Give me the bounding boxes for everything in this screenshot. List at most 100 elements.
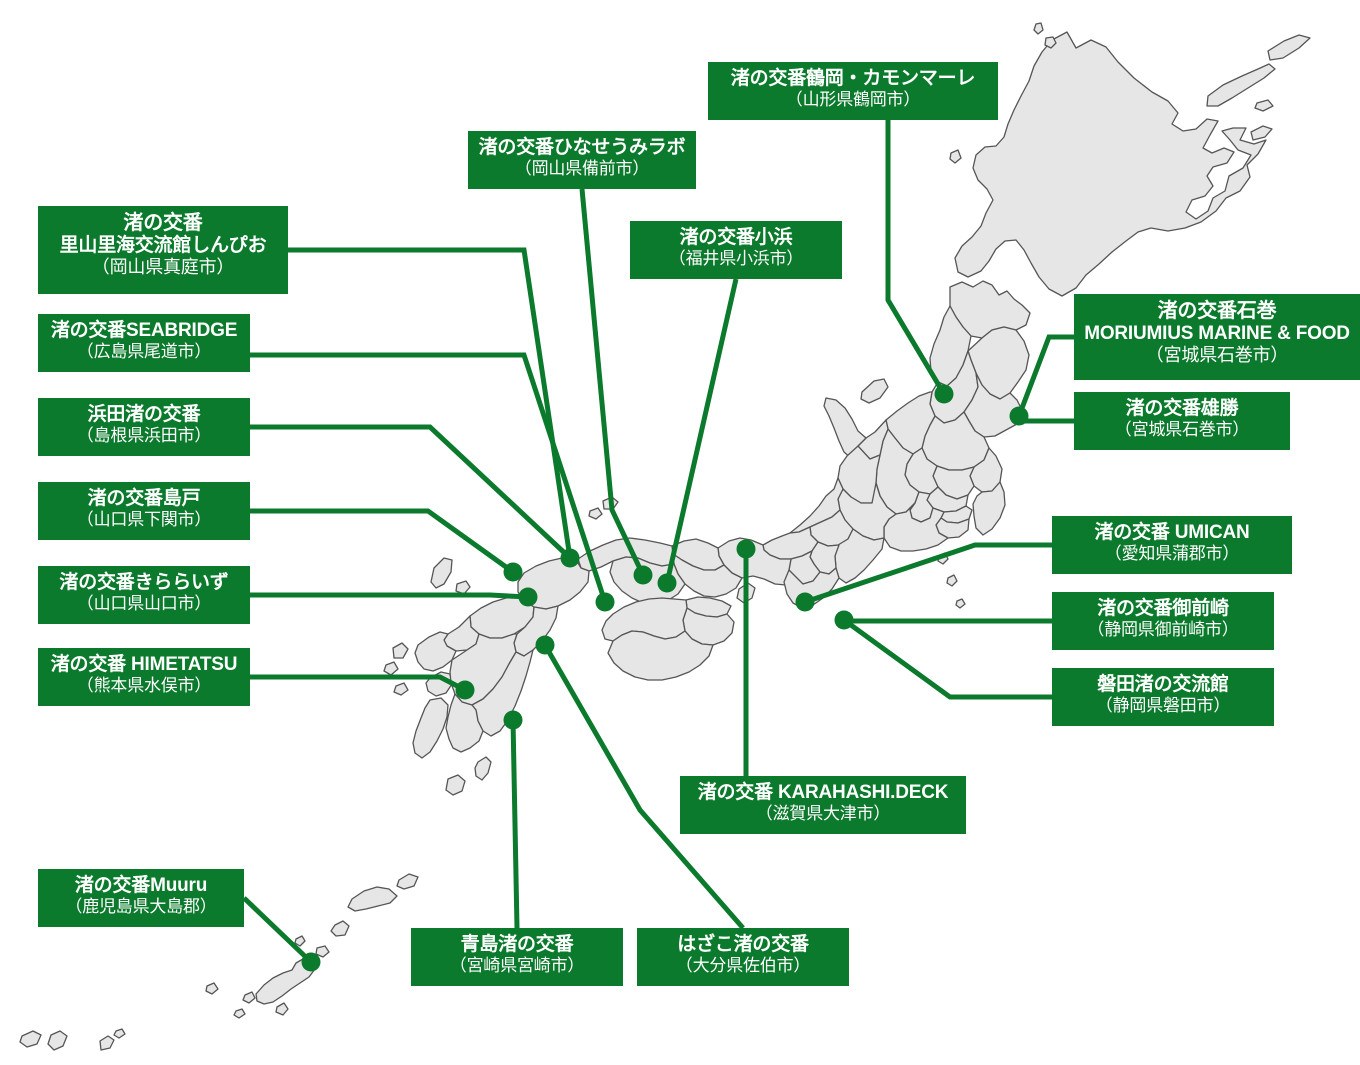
location-marker-aoshima[interactable] [503, 710, 523, 730]
label-title: 渚の交番きららいず [59, 572, 229, 593]
label-box-ogatsu[interactable]: 渚の交番雄勝（宮城県石巻市） [1074, 392, 1290, 450]
sakishima-2 [47, 1030, 68, 1051]
label-prefecture: （大分県佐伯市） [675, 956, 811, 976]
tsuruoka-connector [885, 120, 947, 396]
label-prefecture: （宮崎県宮崎市） [449, 956, 585, 976]
label-box-karahashi-deck[interactable]: 渚の交番 KARAHASHI.DECK（滋賀県大津市） [680, 776, 966, 834]
iwata-connector [842, 617, 1052, 700]
label-box-hinase-umi-lab[interactable]: 渚の交番ひなせうみラボ（岡山県備前市） [468, 131, 696, 189]
label-box-aoshima[interactable]: 青島渚の交番（宮崎県宮崎市） [411, 928, 623, 986]
chiba [972, 481, 1006, 536]
label-box-tsuruoka-kamonmare[interactable]: 渚の交番鶴岡・カモンマーレ（山形県鶴岡市） [708, 62, 998, 120]
shikotan [1254, 99, 1274, 112]
okinawa-sm-1 [242, 991, 256, 1004]
label-title: 渚の交番鶴岡・カモンマーレ [730, 68, 976, 89]
label-prefecture: （岡山県真庭市） [91, 257, 235, 278]
label-prefecture: （滋賀県大津市） [755, 804, 891, 824]
label-prefecture: （熊本県水俣市） [76, 676, 212, 696]
himetatsu-connector [250, 674, 467, 693]
location-marker-shimato[interactable] [503, 562, 523, 582]
amami-oshima [347, 886, 398, 912]
tokunoshima [330, 920, 350, 937]
location-marker-kiraraizu[interactable] [518, 587, 538, 607]
label-prefecture: （山形県鶴岡市） [785, 90, 921, 110]
label-title: 渚の交番 HIMETATSU [50, 654, 238, 675]
yoron [294, 935, 306, 947]
location-marker-tsuruoka-kamonmare[interactable] [934, 384, 954, 404]
kagoshima-w [412, 697, 449, 759]
oki-2 [588, 507, 603, 520]
label-title: 渚の交番御前崎 [1097, 598, 1229, 619]
shizuoka [883, 502, 949, 552]
location-marker-himetatsu[interactable] [455, 680, 475, 700]
label-box-hamada[interactable]: 浜田渚の交番（島根県浜田市） [38, 398, 250, 456]
label-box-kiraraizu[interactable]: 渚の交番きららいず（山口県山口市） [38, 566, 250, 624]
label-title: 渚の交番島戸 [87, 488, 201, 509]
muuru-connector [242, 896, 313, 964]
label-prefecture: （岡山県備前市） [514, 159, 650, 179]
hokkaido [954, 31, 1267, 297]
location-marker-satoyama-satoumi[interactable] [560, 548, 580, 568]
kagoshima [445, 693, 484, 753]
location-marker-ishinomaki-moriumius[interactable] [1009, 406, 1029, 426]
label-box-satoyama-satoumi[interactable]: 渚の交番里山里海交流館しんぴお（岡山県真庭市） [38, 206, 288, 294]
label-prefecture: （静岡県御前崎市） [1087, 620, 1239, 640]
label-title: 渚の交番小浜 [679, 227, 793, 248]
yakushima [445, 774, 466, 796]
label-prefecture: （静岡県磐田市） [1095, 696, 1231, 716]
shimato-connector [250, 508, 515, 575]
location-marker-karahashi-deck[interactable] [736, 539, 756, 559]
location-marker-muuru[interactable] [301, 952, 321, 972]
label-box-shimato[interactable]: 渚の交番島戸（山口県下関市） [38, 482, 250, 540]
etorofu [1267, 34, 1311, 61]
location-marker-seabridge[interactable] [595, 592, 615, 612]
label-subtitle: MORIUMIUS MARINE & FOOD [1084, 323, 1350, 345]
location-marker-obama[interactable] [657, 573, 677, 593]
label-prefecture: （福井県小浜市） [668, 249, 804, 269]
label-box-seabridge[interactable]: 渚の交番SEABRIDGE（広島県尾道市） [38, 314, 250, 372]
label-box-obama[interactable]: 渚の交番小浜（福井県小浜市） [630, 221, 842, 279]
miyazaki [471, 649, 534, 737]
iki [455, 580, 471, 595]
label-box-hazako[interactable]: はざこ渚の交番（大分県佐伯市） [637, 928, 849, 986]
label-title: はざこ渚の交番 [677, 934, 809, 955]
okushiri [949, 149, 962, 164]
label-prefecture: （宮城県石巻市） [1114, 420, 1250, 440]
label-prefecture: （宮城県石巻市） [1145, 345, 1289, 366]
label-prefecture: （山口県山口市） [76, 594, 212, 614]
label-prefecture: （鹿児島県大島郡） [65, 897, 217, 917]
seabridge-connector [250, 352, 608, 603]
label-title: 渚の交番石巻 [1157, 300, 1277, 322]
hinase-connector [579, 188, 646, 577]
location-marker-omaezaki[interactable] [834, 610, 854, 630]
label-title: 渚の交番 [123, 212, 203, 234]
label-box-muuru[interactable]: 渚の交番Muuru（鹿児島県大島郡） [38, 869, 244, 927]
label-prefecture: （山口県下関市） [76, 510, 212, 530]
ishinomaki-connector [1016, 334, 1074, 417]
location-marker-umican[interactable] [795, 592, 815, 612]
tsushima [430, 557, 453, 589]
label-box-iwata[interactable]: 磐田渚の交流館（静岡県磐田市） [1052, 668, 1274, 726]
sakishima-1 [19, 1030, 42, 1048]
amami-island-2 [396, 873, 419, 890]
label-box-himetatsu[interactable]: 渚の交番 HIMETATSU（熊本県水俣市） [38, 648, 250, 706]
umican-connector [804, 542, 1052, 605]
goto-3 [393, 682, 409, 696]
label-title: 磐田渚の交流館 [1097, 674, 1229, 695]
label-prefecture: （島根県浜田市） [76, 426, 212, 446]
izu-3 [955, 598, 966, 609]
kochi [607, 630, 714, 681]
goto-2 [383, 661, 399, 676]
label-subtitle: 里山里海交流館しんぴお [59, 235, 267, 257]
label-prefecture: （広島県尾道市） [76, 342, 212, 362]
label-title: 青島渚の交番 [460, 934, 574, 955]
sado [860, 378, 889, 404]
location-marker-hazako[interactable] [535, 635, 555, 655]
label-title: 渚の交番SEABRIDGE [50, 320, 238, 341]
label-box-umican[interactable]: 渚の交番 UMICAN（愛知県蒲郡市） [1052, 516, 1292, 574]
label-box-omaezaki[interactable]: 渚の交番御前崎（静岡県御前崎市） [1052, 592, 1274, 650]
label-title: 渚の交番雄勝 [1125, 398, 1239, 419]
location-marker-hinase-umi-lab[interactable] [633, 565, 653, 585]
